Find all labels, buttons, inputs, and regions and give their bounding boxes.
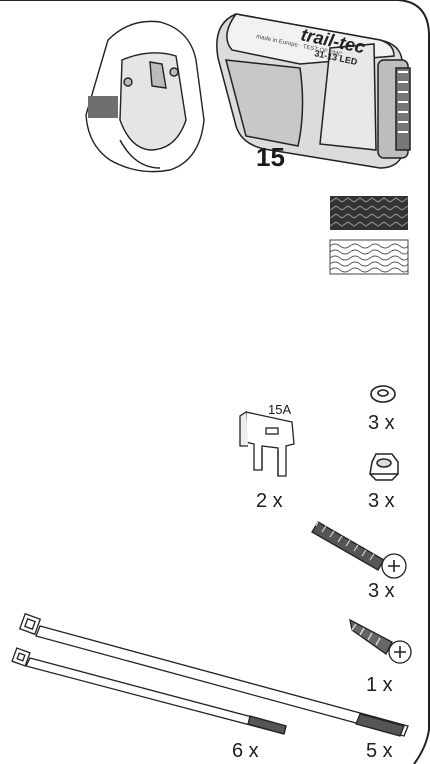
cable-tie-short-qty: 6 x xyxy=(232,740,259,762)
blade-fuse-icon xyxy=(239,411,295,477)
machine-screw-icon xyxy=(311,521,407,579)
nut-qty: 3 x xyxy=(368,490,395,512)
self-tapping-screw-icon xyxy=(349,618,412,664)
machine-screw-qty: 3 x xyxy=(368,580,395,602)
nut-icon xyxy=(369,453,399,481)
module-box-number: 15 xyxy=(256,142,285,172)
velcro-hook-strip xyxy=(329,196,409,230)
fuse-rating: 15A xyxy=(268,402,292,417)
velcro-loop-strip xyxy=(329,239,409,275)
fuse-qty: 2 x xyxy=(256,490,283,512)
cable-tie-long-qty: 5 x xyxy=(366,740,393,762)
led-module-icon xyxy=(216,13,411,169)
cable-tie-short-icon xyxy=(11,647,287,735)
self-tapping-screw-qty: 1 x xyxy=(366,674,393,696)
cable-tie-long-icon xyxy=(18,612,409,737)
trailer-socket-icon xyxy=(85,20,205,173)
washer-qty: 3 x xyxy=(368,412,395,434)
washer-icon xyxy=(370,385,396,403)
